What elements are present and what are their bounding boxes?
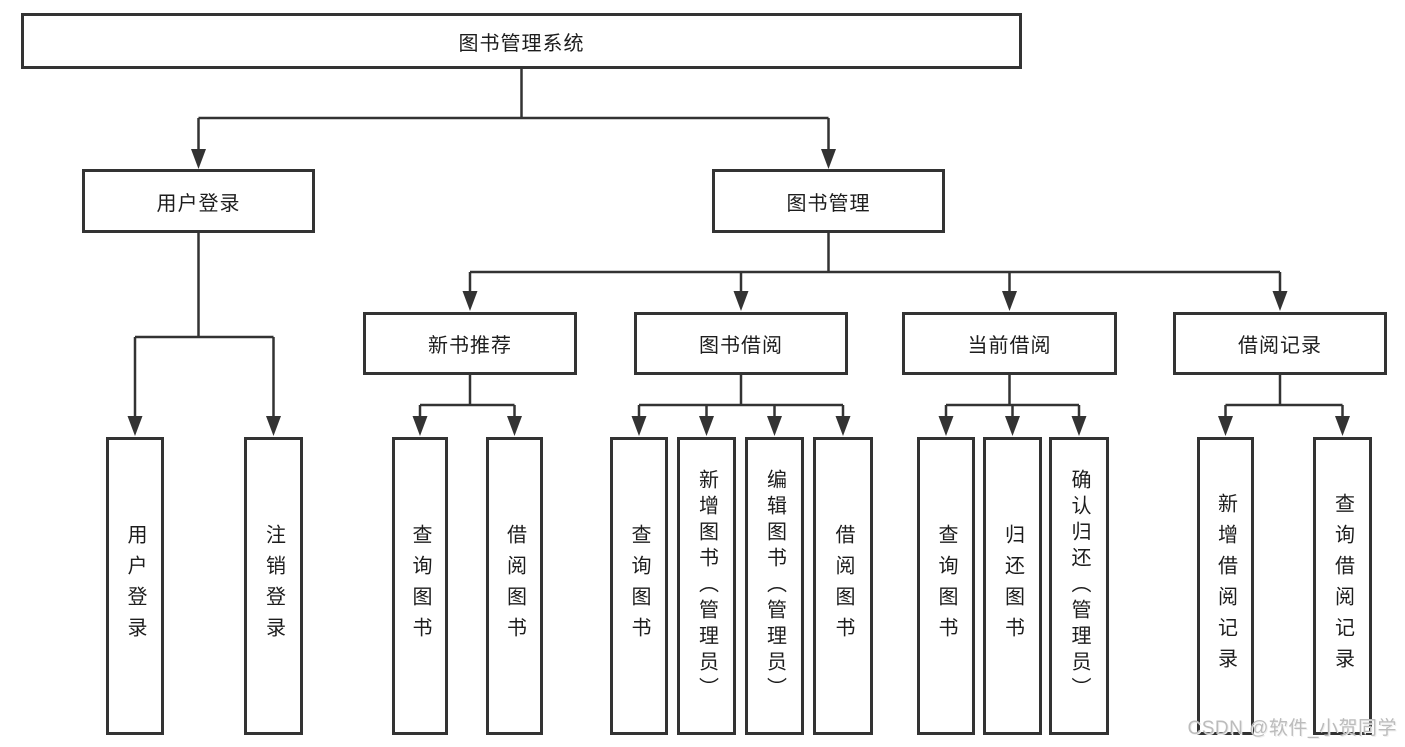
leaf-user-login-label: 用户登录	[124, 524, 146, 648]
node-current-borrow: 当前借阅	[902, 312, 1117, 375]
leaf-add-record: 新增借阅记录	[1197, 437, 1254, 735]
node-new-book-recommend: 新书推荐	[363, 312, 577, 375]
leaf-confirm-return-admin-label: 确认归还（管理员）	[1068, 469, 1090, 703]
leaf-current-query-label: 查询图书	[935, 524, 957, 648]
leaf-newbook-query: 查询图书	[392, 437, 448, 735]
leaf-borrow-query-label: 查询图书	[628, 524, 650, 648]
leaf-borrow-add-admin-label: 新增图书（管理员）	[695, 469, 718, 703]
leaf-query-record: 查询借阅记录	[1313, 437, 1372, 735]
node-book-management: 图书管理	[712, 169, 945, 233]
node-book-borrow: 图书借阅	[634, 312, 848, 375]
leaf-user-login: 用户登录	[106, 437, 164, 735]
leaf-add-record-label: 新增借阅记录	[1214, 493, 1237, 679]
leaf-newbook-borrow: 借阅图书	[486, 437, 543, 735]
node-borrow-records: 借阅记录	[1173, 312, 1387, 375]
leaf-borrow-edit-admin-label: 编辑图书（管理员）	[763, 469, 786, 703]
leaf-return-book-label: 归还图书	[1001, 524, 1024, 648]
leaf-return-book: 归还图书	[983, 437, 1042, 735]
node-user-login: 用户登录	[82, 169, 315, 233]
leaf-logout-label: 注销登录	[262, 524, 285, 648]
node-root-system: 图书管理系统	[21, 13, 1022, 69]
leaf-query-record-label: 查询借阅记录	[1331, 493, 1354, 679]
leaf-newbook-borrow-label: 借阅图书	[503, 524, 526, 648]
csdn-watermark: CSDN @软件_小贺同学	[1187, 718, 1397, 739]
leaf-borrow-edit-admin: 编辑图书（管理员）	[745, 437, 804, 735]
leaf-borrow-add-admin: 新增图书（管理员）	[677, 437, 736, 735]
leaf-current-query: 查询图书	[917, 437, 975, 735]
leaf-borrow-book: 借阅图书	[813, 437, 873, 735]
leaf-borrow-query: 查询图书	[610, 437, 668, 735]
leaf-logout: 注销登录	[244, 437, 303, 735]
leaf-confirm-return-admin: 确认归还（管理员）	[1049, 437, 1109, 735]
leaf-newbook-query-label: 查询图书	[409, 524, 431, 648]
leaf-borrow-book-label: 借阅图书	[832, 524, 854, 648]
